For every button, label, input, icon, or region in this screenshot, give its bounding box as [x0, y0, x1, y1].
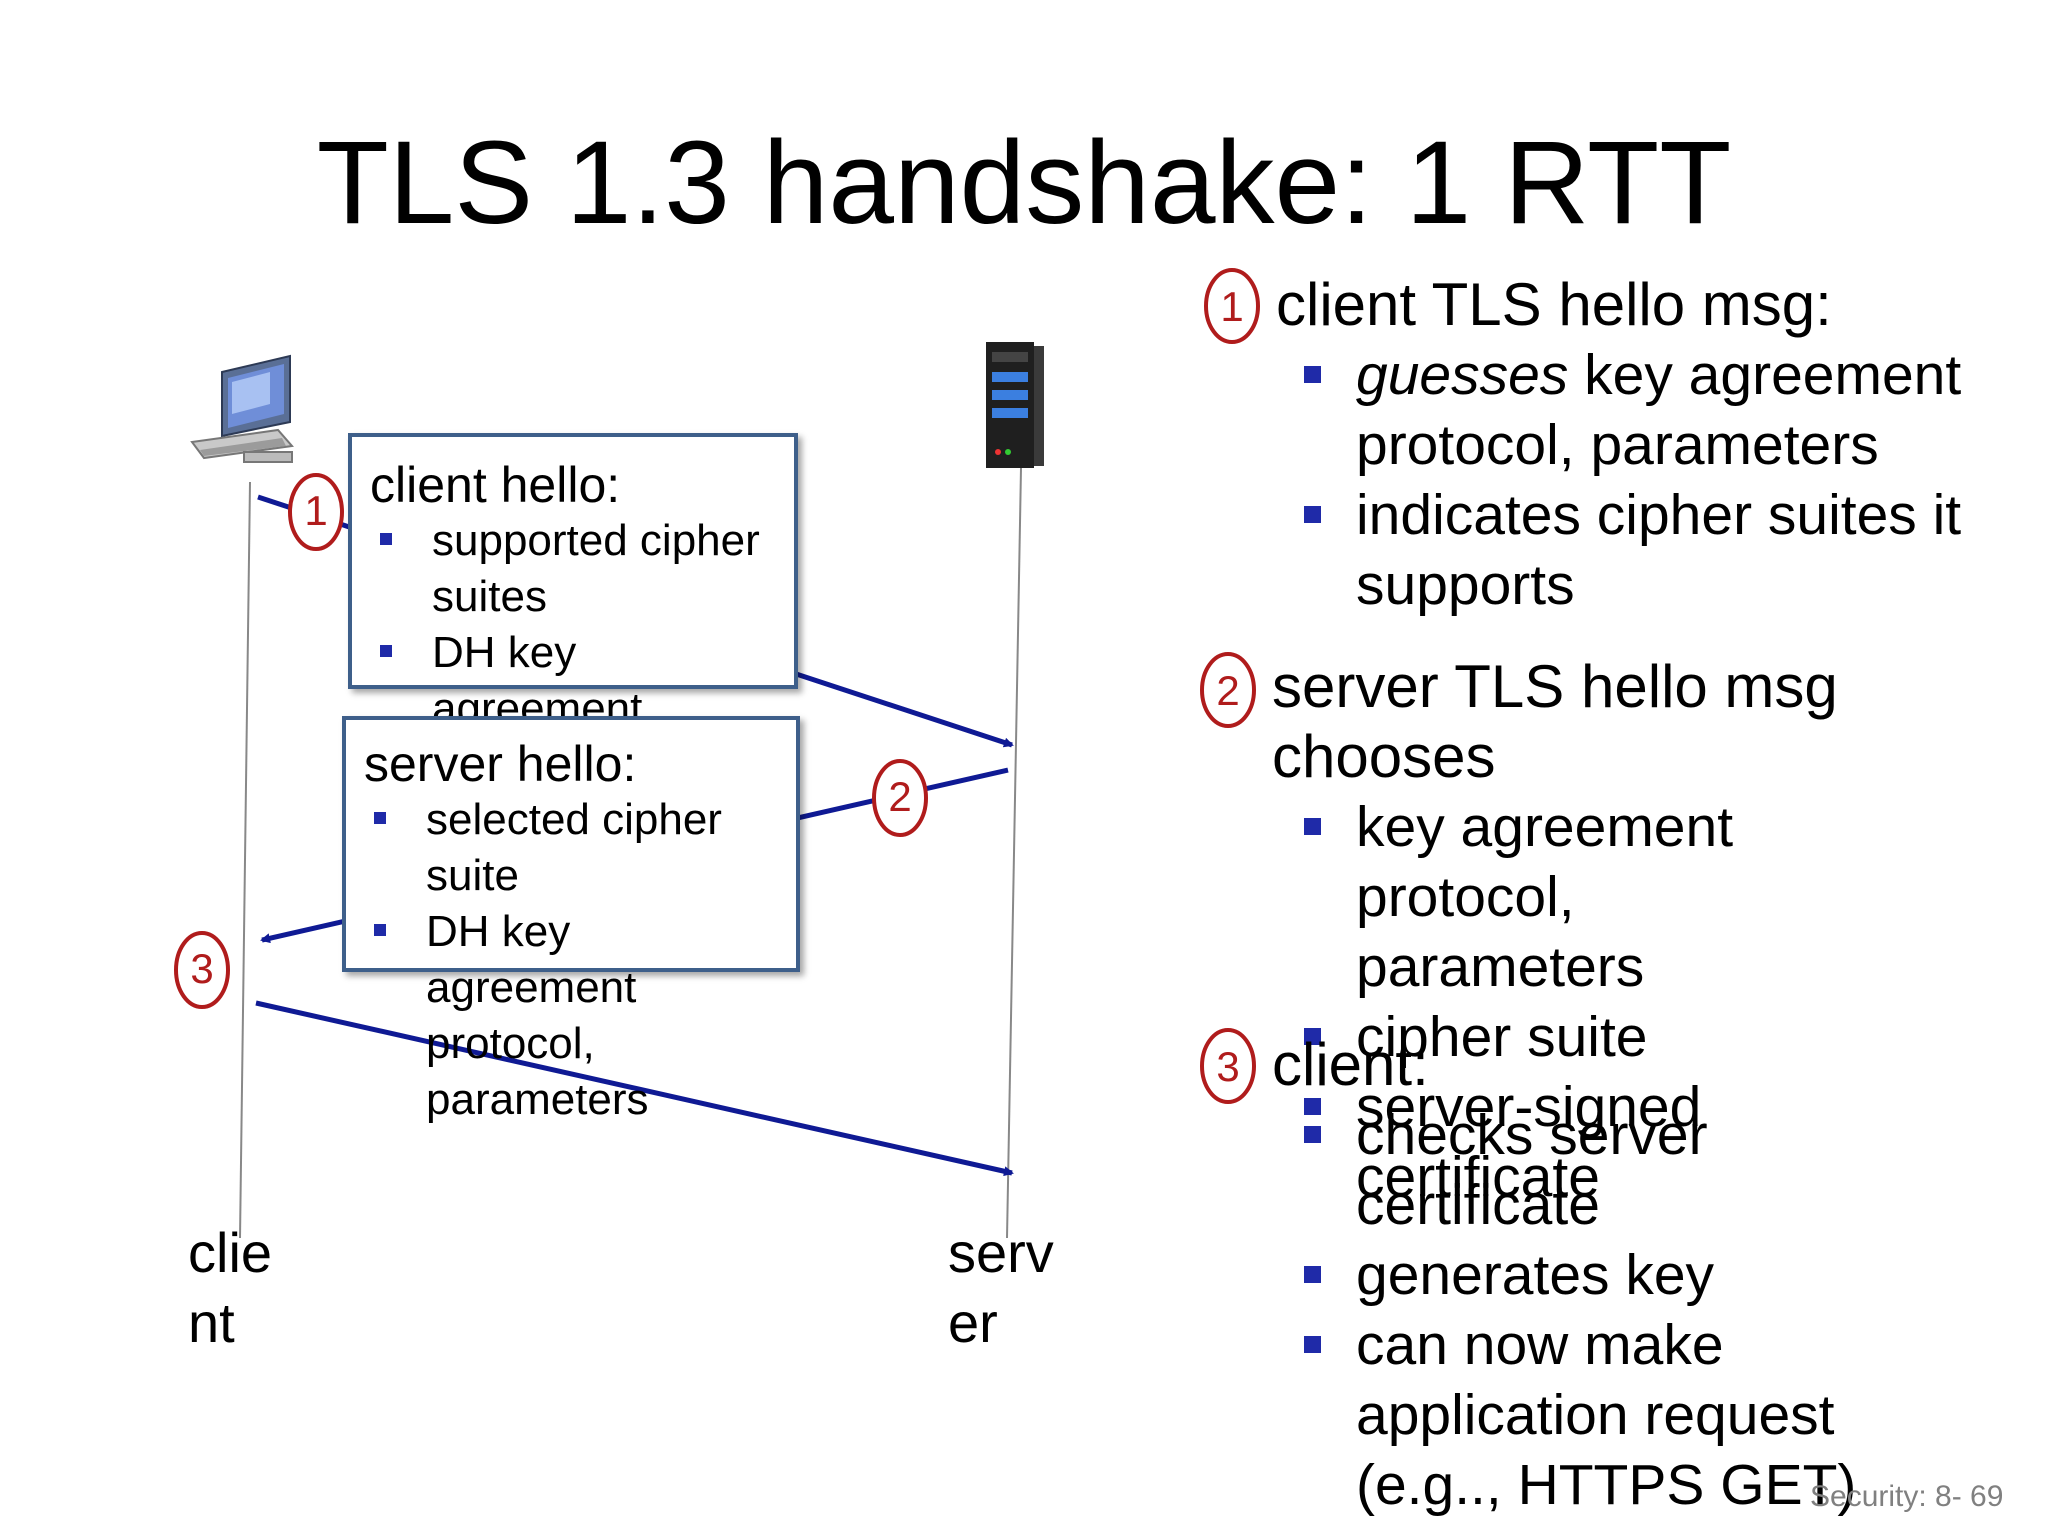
rp-step-2-number: 2 — [1216, 667, 1240, 714]
bullet-icon — [1304, 1266, 1321, 1283]
bullet-icon — [1304, 1098, 1321, 1115]
bullet-icon — [380, 645, 392, 657]
server-hello-title: server hello: — [364, 736, 637, 792]
step-3-circle — [174, 931, 230, 1009]
server-tower-icon — [986, 342, 1044, 468]
rp-step-1-list: guesses key agreement protocol, paramete… — [1296, 340, 1996, 620]
list-item: server-signed certificate — [1296, 1072, 1746, 1212]
step-1-circle — [288, 473, 344, 551]
bullet-icon — [1304, 1126, 1321, 1143]
rp-step-3-list: checks server certificate generates key … — [1296, 1100, 1876, 1520]
step-1-number: 1 — [304, 487, 328, 534]
rp-step-2-heading: server TLS hello msg — [1272, 653, 1838, 720]
client-hello-title: client hello: — [370, 457, 621, 513]
server-label: server — [948, 1221, 1054, 1354]
server-hello-box: server hello: selected cipher suite DH k… — [342, 716, 800, 1124]
step-2-number: 2 — [888, 773, 912, 820]
list-item: supported cipher suites — [352, 513, 772, 625]
bullet-icon — [1304, 1028, 1321, 1045]
rp-step-2-heading-cont: chooses — [1272, 723, 1496, 790]
rp-step-3-circle — [1200, 1028, 1256, 1104]
rp-step-1-circle — [1204, 268, 1260, 344]
list-item: can now make application request (e.g..,… — [1296, 1310, 1876, 1520]
bullet-icon — [1304, 1336, 1321, 1353]
list-item: guesses key agreement protocol, paramete… — [1296, 340, 1996, 480]
bullet-icon — [374, 812, 386, 824]
server-hello-list: selected cipher suite DH key agreement p… — [346, 792, 766, 1128]
client-request-arrow — [255, 1000, 1014, 1177]
bullet-icon — [1304, 506, 1321, 523]
client-hello-list: supported cipher suites DH key agreement — [352, 513, 772, 737]
rp-step-2-circle — [1200, 652, 1256, 728]
list-item: key agreement protocol, parameters — [1296, 792, 1746, 1002]
list-item: selected cipher suite — [346, 792, 766, 904]
client-label: client — [188, 1221, 273, 1354]
list-item: indicates cipher suites it supports — [1296, 480, 1996, 620]
bullet-icon — [380, 533, 392, 545]
list-item: generates key — [1296, 1240, 1876, 1310]
client-hello-box: client hello: supported cipher suites DH… — [348, 433, 798, 733]
rp-step-3-number: 3 — [1216, 1043, 1240, 1090]
bullet-icon — [374, 924, 386, 936]
rp-step-2-list: key agreement protocol, parameters ciphe… — [1296, 792, 1746, 1212]
rp-step-1-number: 1 — [1220, 283, 1244, 330]
slide-footer: Security: 8- 69 — [1810, 1480, 2004, 1513]
server-timeline — [1006, 467, 1022, 1239]
bullet-icon — [1304, 818, 1321, 835]
step-3-number: 3 — [190, 945, 214, 992]
step-2-circle — [872, 759, 928, 837]
bullet-icon — [1304, 366, 1321, 383]
rp-step-3-heading: client: — [1272, 1031, 1429, 1098]
list-item: cipher suite — [1296, 1002, 1746, 1072]
slide-title: TLS 1.3 handshake: 1 RTT — [316, 117, 1732, 249]
client-timeline — [239, 481, 251, 1239]
desktop-computer-icon — [190, 354, 294, 463]
list-item: DH key agreement protocol, parameters — [346, 904, 766, 1128]
list-item: checks server certificate — [1296, 1100, 1876, 1240]
rp-step-1-heading: client TLS hello msg: — [1276, 271, 1832, 338]
